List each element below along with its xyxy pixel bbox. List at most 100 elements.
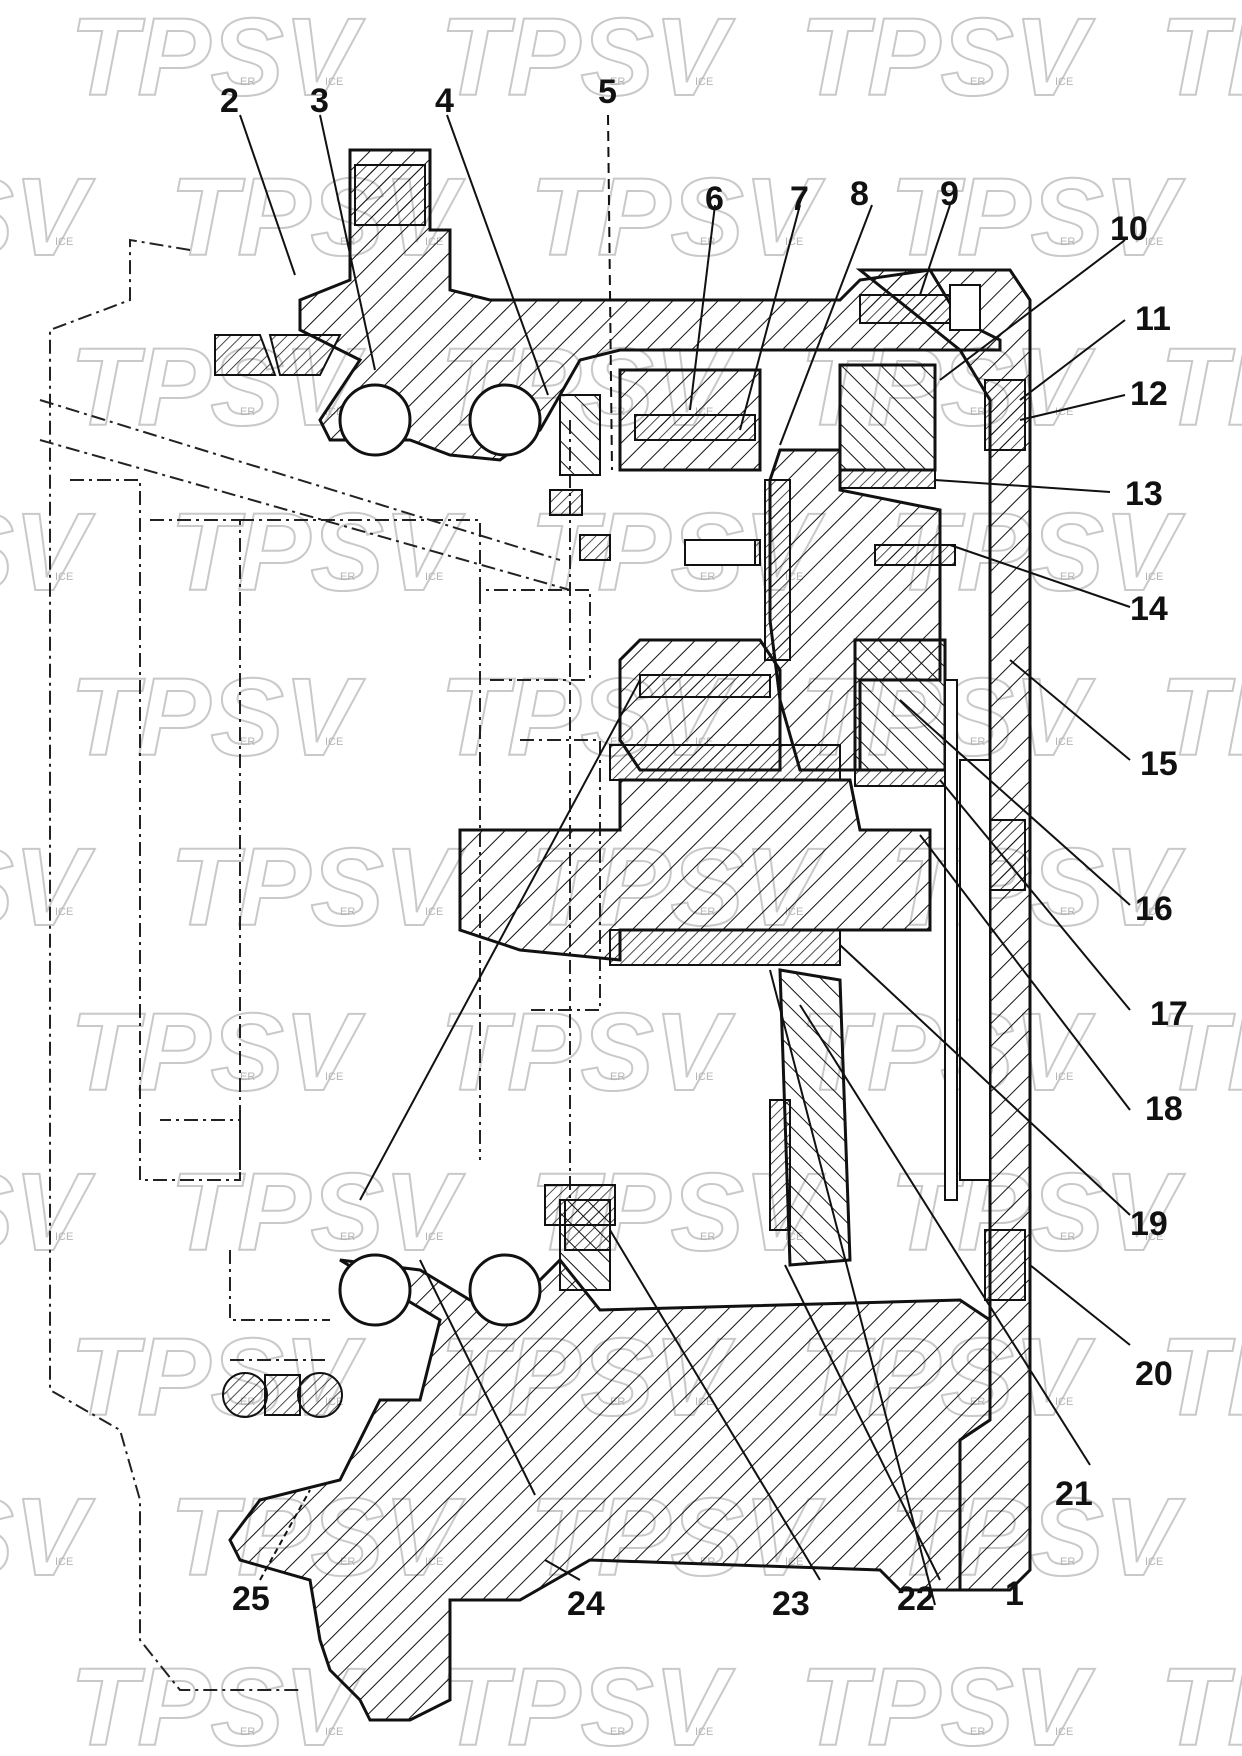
callout-4: 4 <box>435 82 454 120</box>
watermark-suffix: ER <box>970 76 985 88</box>
ball-bearings <box>338 383 542 1327</box>
watermark-text: TPSV <box>1160 0 1242 119</box>
watermark-text: TPSV <box>890 1151 1186 1274</box>
watermark-suffix: ICE <box>1055 736 1073 748</box>
watermark-text: TPSV <box>0 156 96 279</box>
callout-20: 20 <box>1135 1355 1173 1393</box>
watermark-text: TPSV <box>70 656 366 779</box>
watermark-suffix: ER <box>240 1726 255 1738</box>
watermark-suffix: ICE <box>1055 1726 1073 1738</box>
watermark-suffix: ER <box>610 1726 625 1738</box>
watermark-suffix: ER <box>1060 1556 1075 1568</box>
watermark-suffix: ER <box>1060 571 1075 583</box>
bolt-9 <box>859 284 981 331</box>
watermark-suffix: ER <box>700 1231 715 1243</box>
small-screws <box>549 489 756 1251</box>
watermark-text: TPSV <box>70 0 366 119</box>
watermark-suffix: ER <box>340 906 355 918</box>
watermark-suffix: ICE <box>1145 906 1163 918</box>
watermark-suffix: ICE <box>1145 236 1163 248</box>
watermark-text: TPSV <box>890 826 1186 949</box>
ring-gear <box>838 363 937 489</box>
watermark-text: TPSV <box>170 1151 466 1274</box>
watermark-suffix: ER <box>1060 906 1075 918</box>
upper-housing <box>298 148 1002 462</box>
callout-9: 9 <box>940 175 959 213</box>
watermark-suffix: ICE <box>325 76 343 88</box>
watermark-text: TPSV <box>800 0 1096 119</box>
watermark-text: TPSV <box>0 826 96 949</box>
callout-16: 16 <box>1135 890 1173 928</box>
watermark-text: TPSV <box>1160 656 1242 779</box>
watermark-suffix: ICE <box>425 906 443 918</box>
main-shaft <box>458 744 932 966</box>
callout-5: 5 <box>598 73 617 111</box>
watermark-suffix: ER <box>340 1231 355 1243</box>
watermark-text: TPSV <box>170 491 466 614</box>
watermark-suffix: ER <box>970 736 985 748</box>
callout-14: 14 <box>1130 590 1168 628</box>
watermark-suffix: ICE <box>325 1726 343 1738</box>
brake-plate <box>769 968 852 1267</box>
watermark-suffix: ICE <box>1145 1231 1163 1243</box>
carrier-plate <box>688 448 956 772</box>
watermark-text: TPSV <box>0 1151 96 1274</box>
watermark-suffix: ICE <box>55 1556 73 1568</box>
watermark-text: TPSV <box>1160 1646 1242 1756</box>
callout-10: 10 <box>1110 210 1148 248</box>
oil-seals <box>214 334 343 1418</box>
callout-12: 12 <box>1130 375 1168 413</box>
callout-18: 18 <box>1145 1090 1183 1128</box>
phantom-outline <box>39 238 601 1691</box>
watermark-suffix: ICE <box>425 1231 443 1243</box>
watermark-text: TPSV <box>70 991 366 1114</box>
watermark-suffix: ICE <box>1055 76 1073 88</box>
watermark-suffix: ICE <box>785 236 803 248</box>
callout-15: 15 <box>1140 745 1178 783</box>
watermark-suffix: ER <box>1060 236 1075 248</box>
watermark-suffix: ER <box>240 406 255 418</box>
watermark-suffix: ER <box>610 1071 625 1083</box>
watermark-suffix: ICE <box>325 736 343 748</box>
callout-25: 25 <box>232 1580 270 1618</box>
callout-1: 1 <box>1005 1575 1024 1613</box>
callout-13: 13 <box>1125 475 1163 513</box>
callout-3: 3 <box>310 82 329 120</box>
watermark-text: TPSV <box>0 491 96 614</box>
watermark-suffix: ER <box>240 1071 255 1083</box>
watermark-suffix: ER <box>970 1726 985 1738</box>
watermark-text: TPSV <box>890 156 1186 279</box>
watermark-suffix: ER <box>240 76 255 88</box>
watermark-suffix: ER <box>240 736 255 748</box>
watermark-text: TPSV <box>800 1646 1096 1756</box>
watermark-suffix: ER <box>340 571 355 583</box>
watermark-suffix: ICE <box>695 1071 713 1083</box>
sun-gear-block <box>853 638 947 787</box>
watermark-suffix: ICE <box>1145 1556 1163 1568</box>
watermark-suffix: ICE <box>695 1726 713 1738</box>
watermark-text: TPSV <box>1160 991 1242 1114</box>
callout-24: 24 <box>567 1585 605 1623</box>
callout-6: 6 <box>705 180 724 218</box>
watermark-text: TPSV <box>0 1476 96 1599</box>
watermark-text: TPSV <box>170 826 466 949</box>
watermark-text: TPSV <box>530 156 826 279</box>
callout-22: 22 <box>897 1580 935 1618</box>
right-cover <box>855 268 1032 1592</box>
watermark-suffix: ER <box>1060 1231 1075 1243</box>
watermark-text: TPSV <box>70 1646 366 1756</box>
watermark-suffix: ER <box>970 406 985 418</box>
watermark-text: TPSV <box>440 1646 736 1756</box>
callout-21: 21 <box>1055 1475 1093 1513</box>
disc-plates <box>944 679 991 1201</box>
watermark-suffix: ICE <box>425 571 443 583</box>
watermark-text: TPSV <box>440 0 736 119</box>
watermark-suffix: ICE <box>695 76 713 88</box>
watermark-suffix: ICE <box>55 571 73 583</box>
watermark-suffix: ICE <box>55 236 73 248</box>
watermark-text: TPSV <box>1160 1316 1242 1439</box>
watermark-suffix: ER <box>700 571 715 583</box>
